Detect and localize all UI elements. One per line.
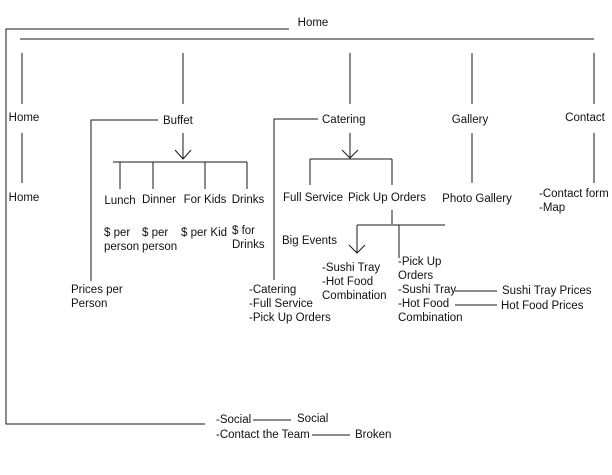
buffet-price-drinks: $ for Drinks [232,225,265,251]
pickup-arrow [348,225,366,254]
buffet-price-dinner: $ per person [142,227,178,253]
buffet-arrow [174,133,192,160]
root-left-connector [5,28,289,425]
gallery-child-label: Photo Gallery [442,193,512,205]
footer-social-item: -Social [216,414,252,426]
buffet-item-lunch: Lunch [104,195,136,207]
sushi-tray-prices-label: Sushi Tray Prices [502,285,592,297]
buffet-item-kids: For Kids [183,194,227,206]
hot-food-prices-label: Hot Food Prices [501,300,584,312]
catering-note: -Catering -Full Service -Pick Up Orders [249,284,331,324]
buffet-note-connector [90,119,158,281]
catering-note-connector [273,118,318,280]
footer-team-item: -Contact the Team [216,429,310,441]
section-gallery-label: Gallery [451,114,489,126]
section-catering-label: Catering [322,114,366,126]
footer-team-target: Broken [355,429,392,441]
buffet-price-kids: $ per Kid [181,227,228,239]
footer-social-target: Social [297,413,329,425]
catering-item-pickup: Pick Up Orders [348,192,426,204]
buffet-price-lunch: $ per person [104,227,140,253]
buffet-item-drinks: Drinks [231,194,265,206]
buffet-item-dinner: Dinner [142,194,176,206]
section-buffet-label: Buffet [163,115,193,127]
catering-arrow [341,133,359,159]
root-home-label: Home [297,17,329,29]
home-child-label: Home [8,192,40,204]
section-contact-label: Contact [565,112,605,124]
pickup-child-left: -Sushi Tray -Hot Food Combination [322,262,387,302]
contact-child-label: -Contact form -Map [539,188,609,214]
full-service-child: Big Events [282,235,337,247]
pickup-child-right: -Pick Up Orders -Sushi Tray -Hot Food Co… [398,256,463,324]
catering-item-full-service: Full Service [283,192,344,204]
section-home-label: Home [8,112,40,124]
buffet-note: Prices per Person [71,284,123,310]
